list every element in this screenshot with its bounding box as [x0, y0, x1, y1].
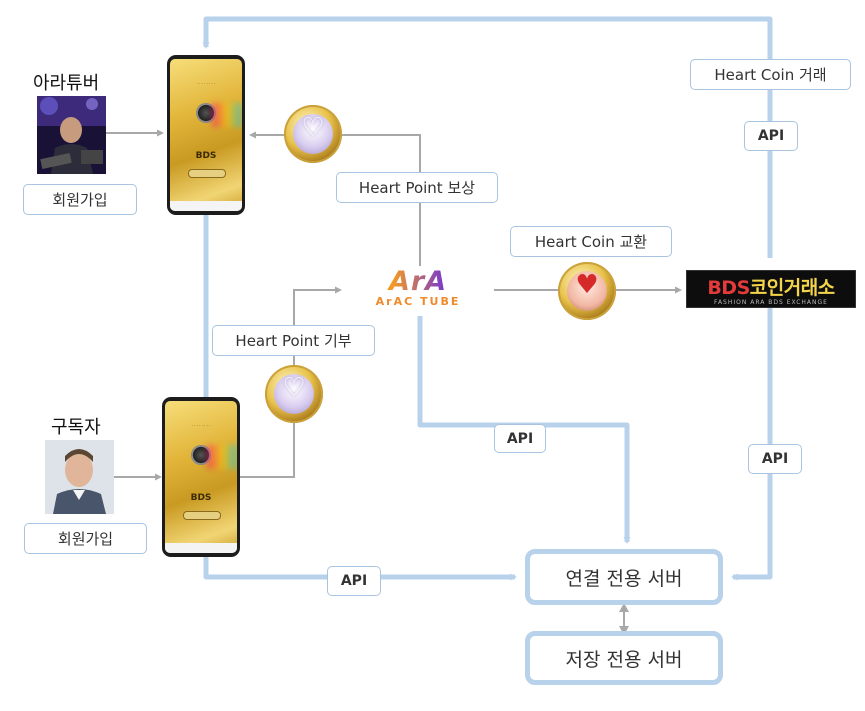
connection-server-box: 연결 전용 서버 [525, 549, 723, 605]
heart-point-reward-label: Heart Point 보상 [336, 172, 498, 203]
api-badge-logo: API [494, 424, 546, 453]
subscriber-phone: · · · · · · · · BDS [162, 397, 240, 557]
subscriber-name: 구독자 [51, 417, 101, 438]
api-badge-trade: API [744, 121, 798, 151]
heart-point-donate-label: Heart Point 기부 [212, 325, 375, 356]
phone-screen: · · · · · · · · BDS [170, 59, 242, 211]
phones-api-line [203, 215, 517, 581]
phone-ring-icon [196, 103, 216, 123]
api-badge-exchange: API [748, 444, 802, 474]
heart-coin-trade-label: Heart Coin 거래 [690, 59, 851, 90]
bds-exchange-banner: BDS코인거래소 FASHION ARA BDS EXCHANGE [686, 270, 856, 308]
subscriber-photo [45, 440, 114, 514]
phone-app-button[interactable] [188, 169, 226, 178]
creator-name: 아라튜버 [33, 73, 100, 94]
aractube-logo: ArA ArAC TUBE [343, 266, 493, 316]
phone-brand: BDS [195, 151, 217, 161]
heart-coin-exchange-coin-icon: ♥ [558, 262, 616, 320]
phone-app-button[interactable] [183, 511, 221, 520]
creator-signup-label: 회원가입 [23, 184, 137, 215]
storage-server-box: 저장 전용 서버 [525, 631, 723, 685]
creator-photo [37, 96, 106, 174]
heart-point-donate-coin-icon: ♡ [265, 365, 323, 423]
exchange-api-line [731, 308, 773, 581]
heart-point-reward-coin-icon: ♡ [284, 105, 342, 163]
phone-screen: · · · · · · · · BDS [165, 401, 237, 553]
creator-phone: · · · · · · · · BDS [167, 55, 245, 215]
phone-brand: BDS [190, 493, 212, 503]
subscriber-signup-label: 회원가입 [24, 523, 147, 554]
heart-coin-exchange-label: Heart Coin 교환 [510, 226, 672, 257]
phone-ring-icon [191, 445, 211, 465]
api-badge-phones: API [327, 566, 381, 596]
